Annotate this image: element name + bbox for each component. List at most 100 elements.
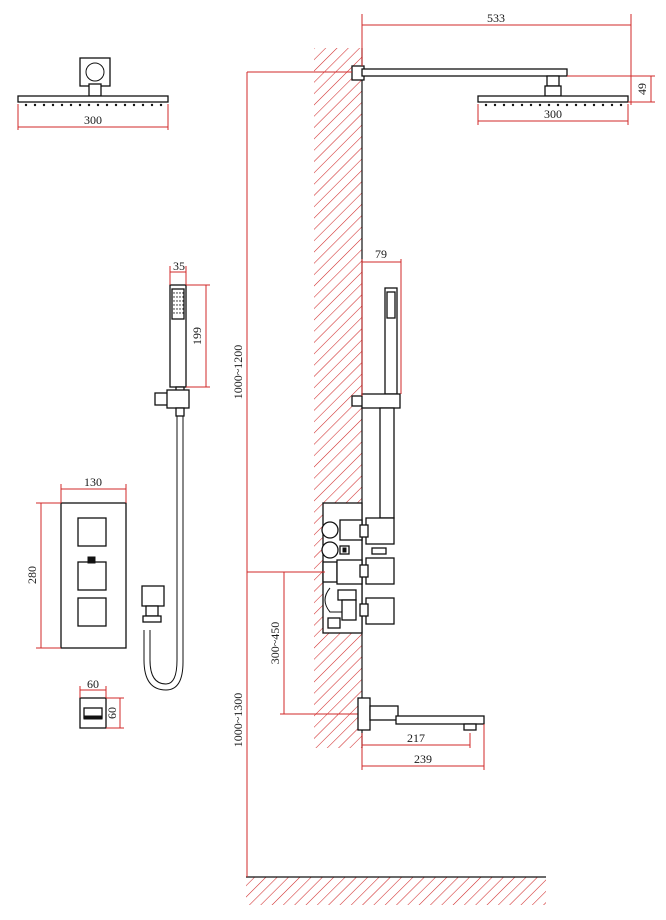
- nozzle-dot: [610, 103, 614, 107]
- nozzle-dot: [42, 103, 46, 107]
- hand-nozzle-dot: [173, 292, 175, 294]
- hand-nozzle-dot: [179, 308, 181, 310]
- nozzle-dot: [132, 103, 136, 107]
- nozzle-dot: [114, 103, 118, 107]
- dim-arm-length: 533: [361, 11, 632, 105]
- hand-nozzle-dot: [179, 292, 181, 294]
- dim-head-top-width: 300: [17, 104, 169, 130]
- hand-nozzle-dot: [176, 308, 178, 310]
- dim-elbow-width: 60: [79, 677, 107, 698]
- dim-valve-height: 280: [25, 502, 61, 649]
- nozzle-dot: [159, 103, 163, 107]
- dim-handshower-width: 35: [169, 259, 187, 285]
- label-arm-length: 533: [487, 11, 505, 25]
- nozzle-dot: [583, 103, 587, 107]
- shower-arm: [351, 65, 629, 107]
- hand-shower-nozzles: [173, 292, 184, 314]
- label-head-width-top: 300: [84, 113, 102, 127]
- hand-nozzle-dot: [182, 312, 184, 314]
- nozzle-dot: [87, 103, 91, 107]
- nozzle-dot: [529, 103, 533, 107]
- nozzle-dot: [601, 103, 605, 107]
- slide-rail: [351, 287, 401, 519]
- nozzle-row-left: [24, 103, 163, 107]
- hand-nozzle-dot: [176, 300, 178, 302]
- nozzle-dot: [78, 103, 82, 107]
- label-elbow-width: 60: [87, 677, 99, 691]
- nozzle-dot: [547, 103, 551, 107]
- nozzle-dot: [556, 103, 560, 107]
- shower-head-top-view: [17, 57, 169, 107]
- nozzle-dot: [96, 103, 100, 107]
- nozzle-dot: [51, 103, 55, 107]
- label-elbow-height: 60: [105, 707, 119, 719]
- valve-plate: [60, 502, 127, 649]
- nozzle-dot: [24, 103, 28, 107]
- hand-nozzle-dot: [182, 300, 184, 302]
- hand-nozzle-dot: [176, 296, 178, 298]
- label-valve-to-spout: 300~450: [268, 622, 282, 665]
- hand-nozzle-dot: [176, 312, 178, 314]
- hand-nozzle-dot: [182, 308, 184, 310]
- label-spout-height-range: 1000~1300: [231, 693, 245, 748]
- label-valve-width: 130: [84, 475, 102, 489]
- nozzle-dot: [60, 103, 64, 107]
- label-spout-projection: 217: [407, 731, 425, 745]
- hand-nozzle-dot: [173, 296, 175, 298]
- nozzle-dot: [484, 103, 488, 107]
- nozzle-dot: [511, 103, 515, 107]
- hand-nozzle-dot: [182, 292, 184, 294]
- label-spout-total: 239: [414, 752, 432, 766]
- hand-nozzle-dot: [179, 300, 181, 302]
- dim-handshower-length: 199: [186, 284, 210, 388]
- nozzle-dot: [33, 103, 37, 107]
- wall-elbow: [79, 697, 107, 729]
- hand-nozzle-dot: [173, 300, 175, 302]
- label-head-width-installed: 300: [544, 107, 562, 121]
- label-valve-height: 280: [25, 566, 39, 584]
- floor-section: [246, 876, 546, 905]
- dim-valve-to-spout: 300~450: [268, 571, 366, 715]
- label-handshower-width: 35: [173, 259, 185, 273]
- hand-nozzle-dot: [179, 312, 181, 314]
- hand-nozzle-dot: [176, 304, 178, 306]
- hand-nozzle-dot: [176, 292, 178, 294]
- hand-nozzle-dot: [173, 308, 175, 310]
- nozzle-dot: [619, 103, 623, 107]
- nozzle-dot: [493, 103, 497, 107]
- nozzle-dot: [538, 103, 542, 107]
- dim-spout-total: 239: [362, 724, 485, 770]
- hand-nozzle-dot: [179, 304, 181, 306]
- dim-head-height-range: 1000~1200 1000~1300: [231, 71, 352, 877]
- nozzle-dot: [520, 103, 524, 107]
- dim-head-height: 49: [567, 75, 655, 103]
- floor-hatch: [246, 877, 546, 905]
- nozzle-dot: [105, 103, 109, 107]
- nozzle-dot: [592, 103, 596, 107]
- dim-valve-width: 130: [60, 475, 127, 503]
- hand-nozzle-dot: [179, 296, 181, 298]
- label-head-height-range: 1000~1200: [231, 345, 245, 400]
- nozzle-dot: [141, 103, 145, 107]
- concealed-valve: [321, 502, 395, 634]
- hand-nozzle-dot: [173, 304, 175, 306]
- dim-elbow-height: 60: [105, 697, 124, 729]
- hand-nozzle-dot: [182, 296, 184, 298]
- label-handshower-length: 199: [190, 327, 204, 345]
- nozzle-dot: [574, 103, 578, 107]
- nozzle-dot: [502, 103, 506, 107]
- nozzle-dot: [69, 103, 73, 107]
- bath-spout: [357, 697, 485, 731]
- dim-spout-projection: 217: [361, 731, 471, 770]
- nozzle-dot: [123, 103, 127, 107]
- hand-shower-detail: [141, 284, 190, 691]
- hand-nozzle-dot: [182, 304, 184, 306]
- nozzle-dot: [150, 103, 154, 107]
- label-head-height: 49: [635, 83, 649, 95]
- dim-rail-offset: 79: [361, 247, 402, 396]
- nozzle-row-right: [484, 103, 623, 107]
- dim-head-width-installed: 300: [477, 104, 629, 125]
- hand-nozzle-dot: [173, 312, 175, 314]
- nozzle-dot: [565, 103, 569, 107]
- label-rail-offset: 79: [375, 247, 387, 261]
